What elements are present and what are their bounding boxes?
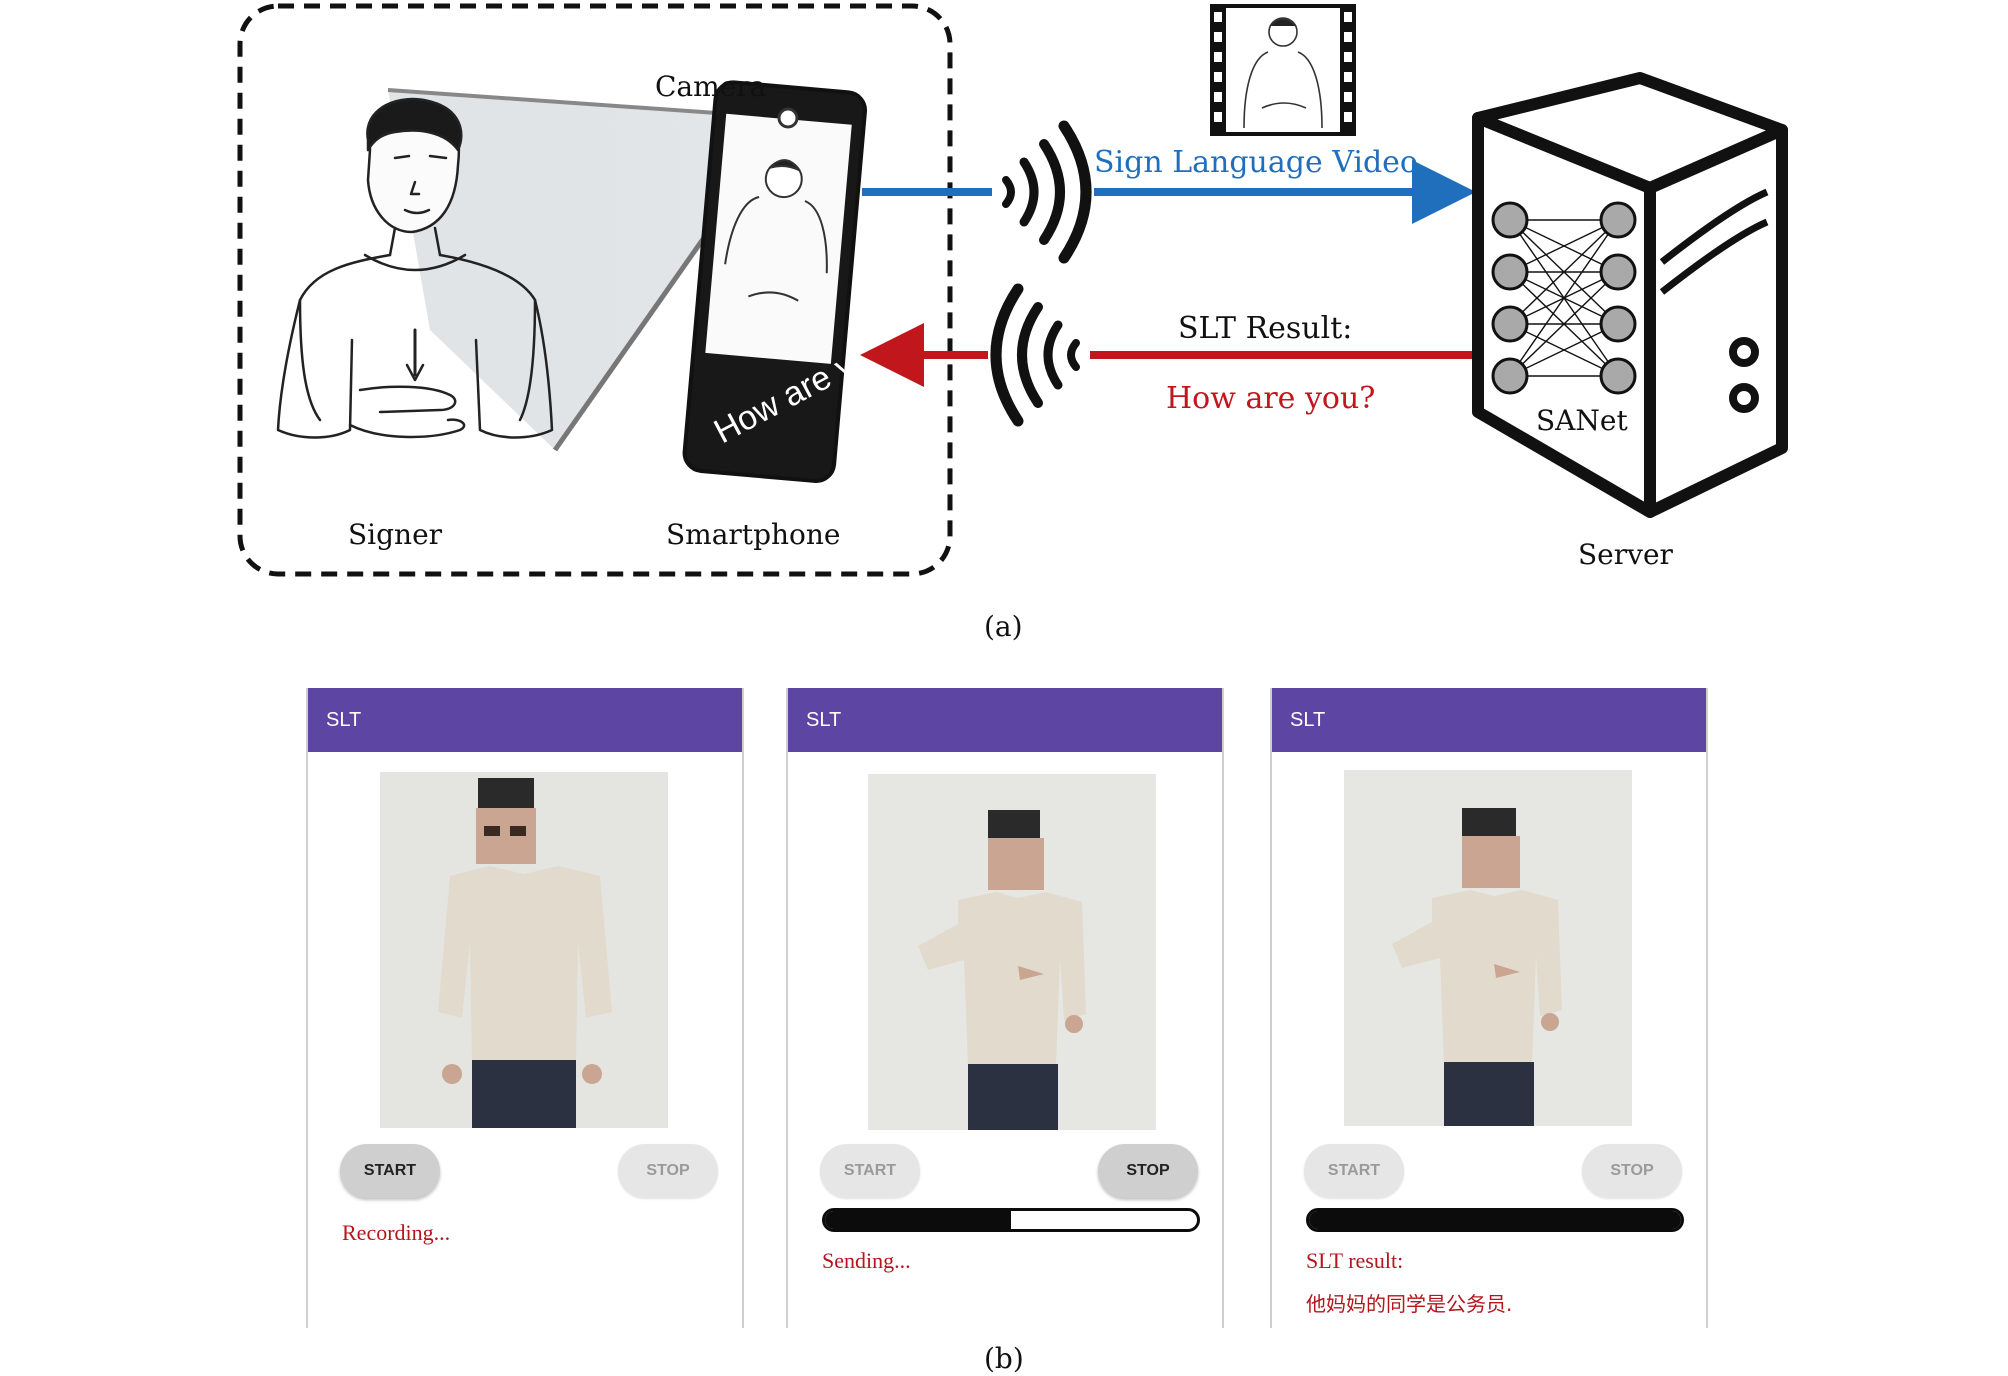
upload-progress-bar [822, 1208, 1200, 1232]
upload-progress-fill [825, 1211, 1011, 1229]
server-label: Server [1578, 538, 1674, 571]
sanet-label: SANet [1536, 404, 1628, 437]
status-text: Sending... [822, 1248, 911, 1273]
stop-button[interactable]: STOP [618, 1144, 718, 1198]
caption-a: (a) [984, 610, 1023, 643]
wifi-receive-icon [990, 283, 1080, 427]
film-frame-icon [1210, 4, 1356, 136]
smartphone-label: Smartphone [666, 518, 840, 551]
result-title: SLT Result: [1178, 311, 1352, 346]
app-bar: SLT [1272, 688, 1706, 752]
camera-label: Camera [655, 70, 766, 103]
smartphone [682, 80, 868, 483]
camera-icon [777, 107, 799, 129]
signer-illustration [276, 97, 554, 439]
app-screen-result: SLT START STOP SLT result: 他妈妈的同学是公务员. [1270, 688, 1708, 1328]
status-text: SLT result: [1306, 1248, 1404, 1273]
caption-b: (b) [984, 1342, 1024, 1375]
device-boundary [237, 3, 953, 577]
start-button[interactable]: START [820, 1144, 920, 1198]
camera-preview [380, 772, 668, 1128]
status-text: Recording... [342, 1220, 451, 1245]
translation-result: 他妈妈的同学是公务员. [1306, 1292, 1513, 1316]
wifi-send-icon [1002, 120, 1092, 264]
app-bar: SLT [788, 688, 1222, 752]
upload-progress-fill [1309, 1211, 1681, 1229]
stop-button[interactable]: STOP [1582, 1144, 1682, 1198]
video-arrow-label: Sign Language Video [1094, 145, 1418, 180]
app-screen-recording: SLT START STOP Recording... [306, 688, 744, 1328]
stop-button[interactable]: STOP [1098, 1144, 1198, 1198]
camera-preview [1344, 770, 1632, 1126]
upload-progress-bar [1306, 1208, 1684, 1232]
neural-network-icon [1491, 201, 1637, 395]
start-button[interactable]: START [1304, 1144, 1404, 1198]
camera-field-of-view [388, 90, 788, 450]
app-bar: SLT [308, 688, 742, 752]
camera-preview [868, 774, 1156, 1130]
app-screen-sending: SLT START STOP Sending... [786, 688, 1224, 1328]
signer-label: Signer [348, 518, 443, 551]
start-button[interactable]: START [340, 1144, 440, 1198]
result-text: How are you? [1166, 381, 1375, 416]
server-icon [1472, 72, 1788, 518]
